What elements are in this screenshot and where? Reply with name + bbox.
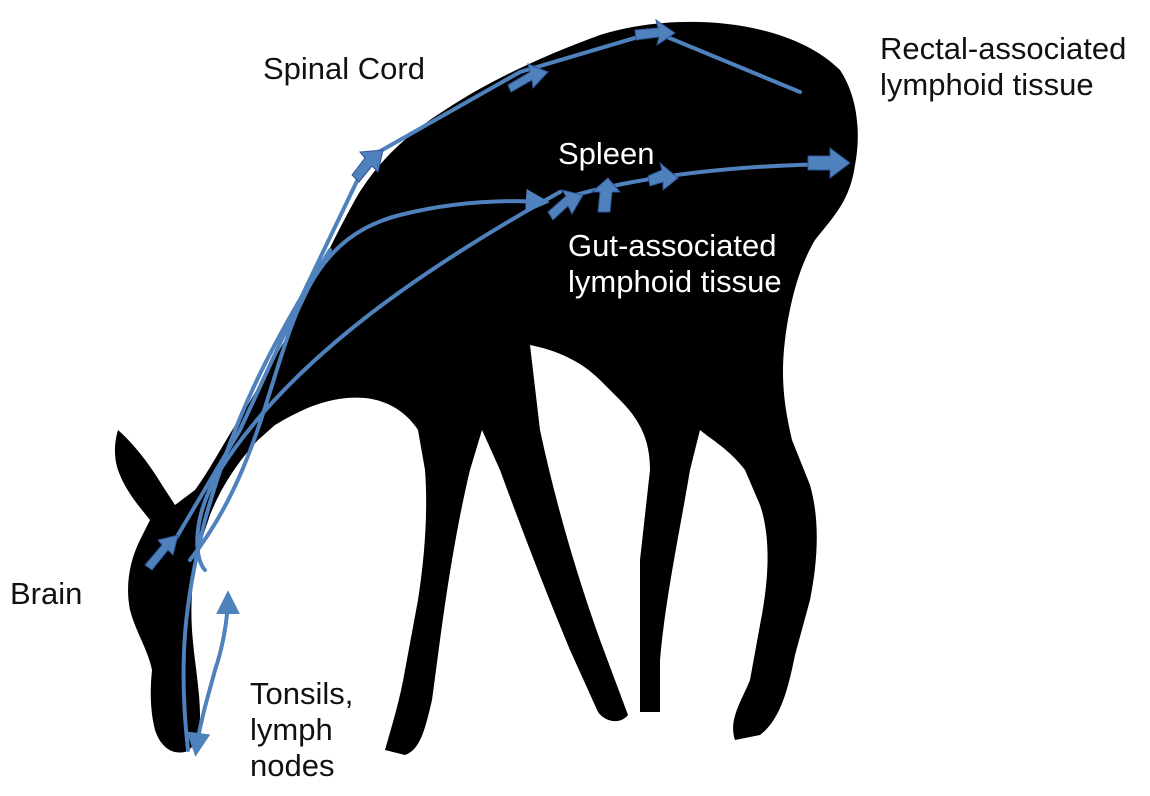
spleen-label: Spleen	[558, 136, 655, 172]
spinal-cord-label: Spinal Cord	[263, 51, 425, 87]
gut-lymphoid-label: Gut-associated lymphoid tissue	[568, 228, 782, 300]
tonsils-lymph-nodes-label: Tonsils, lymph nodes	[250, 676, 353, 784]
deer-body	[115, 22, 858, 755]
rectal-lymphoid-label: Rectal-associated lymphoid tissue	[880, 31, 1126, 103]
deer-silhouette	[115, 22, 858, 755]
brain-label: Brain	[10, 576, 82, 612]
tonsils-pathway	[196, 595, 228, 752]
